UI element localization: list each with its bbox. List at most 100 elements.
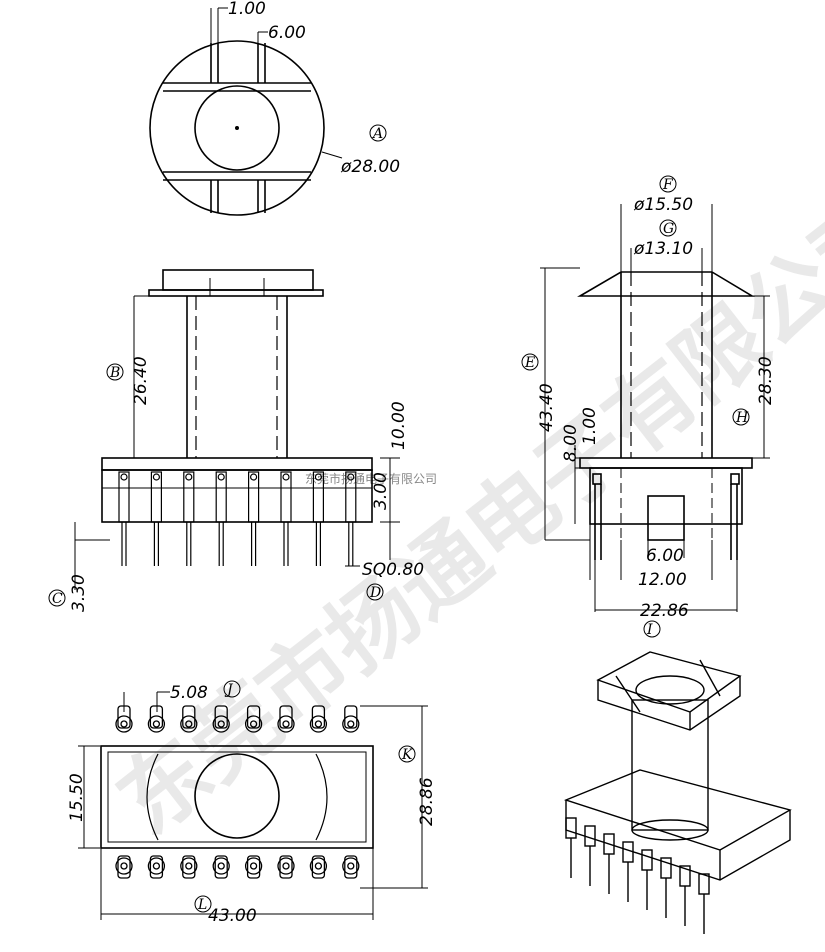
label-l-circle <box>194 895 212 913</box>
label-a: A <box>371 126 383 142</box>
bottom-pin <box>277 715 295 733</box>
label-k: K <box>401 747 414 763</box>
front-pin-slot <box>118 471 130 523</box>
dim-overall-width: 43.00 <box>208 906 257 926</box>
bottom-pin <box>212 857 230 875</box>
label-h-circle <box>732 408 750 426</box>
bottom-pin <box>180 715 198 733</box>
bottom-pin-tab <box>214 705 228 729</box>
bottom-pin-tab <box>344 705 358 729</box>
iso-base-top <box>563 769 792 851</box>
label-f-circle <box>659 175 677 193</box>
iso-pin-group <box>565 817 710 934</box>
bottom-pin <box>147 857 166 875</box>
bottom-pin <box>342 715 360 733</box>
label-c-circle <box>48 589 66 607</box>
label-c: C <box>52 591 63 607</box>
front-base <box>101 469 373 523</box>
iso-bobbin-core <box>631 699 709 831</box>
bottom-pin <box>147 715 166 733</box>
iso-pin-block <box>565 817 577 839</box>
dim-pin-pitch: 5.08 <box>170 683 208 703</box>
front-top-flange <box>148 289 324 297</box>
label-l: L <box>197 897 207 913</box>
side-view <box>540 204 770 612</box>
bottom-pin <box>212 715 230 733</box>
dim-core-width: 12.00 <box>638 570 687 590</box>
front-pin-slot <box>150 471 162 523</box>
label-e: E <box>524 355 535 371</box>
label-j-circle <box>223 680 241 698</box>
label-e-circle <box>521 353 539 371</box>
bottom-pin <box>180 857 198 875</box>
bottom-pin-tab <box>214 855 228 879</box>
bottom-pin <box>309 857 328 875</box>
bottom-pin-tab <box>182 705 196 729</box>
dim-pin-top: 3.00 <box>371 472 391 510</box>
bottom-pin-tab <box>149 705 164 729</box>
dim-pin-square: SQ0.80 <box>362 560 424 580</box>
front-pin-slot <box>345 471 357 523</box>
dim-pin-span: 22.86 <box>640 601 689 621</box>
bottom-pin <box>277 857 295 875</box>
bottom-pin <box>309 715 328 733</box>
label-k-circle <box>398 745 416 763</box>
bottom-base-outline <box>100 745 374 849</box>
label-a-circle <box>369 124 387 142</box>
dim-slot-width: 1.00 <box>228 0 266 19</box>
bottom-pin-group <box>115 705 360 879</box>
bottom-pin-tab <box>149 855 164 879</box>
dim-overall-height: 28.86 <box>417 777 437 826</box>
bottom-pin-tab <box>246 855 261 879</box>
bottom-pin <box>342 857 360 875</box>
top-view-outer-circle <box>149 40 325 216</box>
front-pin-slot <box>215 471 227 523</box>
bottom-pin-tab <box>344 855 358 879</box>
label-i: I <box>646 622 653 638</box>
front-pin-slot <box>183 471 195 523</box>
label-i-circle <box>643 620 661 638</box>
bottom-pin <box>244 715 263 733</box>
top-view-core-circle <box>194 85 280 171</box>
iso-pin-block <box>698 873 710 895</box>
front-pin-slot <box>248 471 260 523</box>
dim-outer-diameter: ø15.50 <box>633 195 693 215</box>
isometric-view <box>563 651 792 934</box>
label-h: H <box>735 410 749 426</box>
dim-top-diameter: ø28.00 <box>340 157 400 177</box>
label-d: D <box>369 585 381 601</box>
dim-flange-thickness: 1.00 <box>580 407 600 445</box>
front-top-flange-cap <box>162 269 314 291</box>
dim-total-height: 43.40 <box>537 383 557 432</box>
front-view <box>74 269 400 590</box>
front-pin-group <box>118 471 357 566</box>
dim-flange-height: 8.00 <box>561 424 581 462</box>
watermark: 东莞市扬通电子有限公司 <box>99 177 825 854</box>
side-center-slot <box>647 495 685 541</box>
bottom-pin-tab <box>311 705 326 729</box>
bottom-pin-tab <box>246 705 261 729</box>
watermark-text: 东莞市扬通电子有限公司 <box>99 177 825 854</box>
front-base-top <box>101 457 373 471</box>
front-pin-slot <box>280 471 292 523</box>
bottom-pin <box>115 715 133 733</box>
watermark-small-text: 东莞市扬通电子有限公司 <box>305 471 437 486</box>
dim-winding-window: 28.30 <box>756 356 776 405</box>
label-b: B <box>109 365 120 381</box>
bottom-view <box>78 691 428 920</box>
label-g-circle <box>659 219 677 237</box>
bottom-pin-tab <box>279 855 293 879</box>
dim-winding-height: 26.40 <box>131 356 151 405</box>
bottom-pin-tab <box>117 855 131 879</box>
label-d-circle <box>366 583 384 601</box>
label-j: J <box>224 682 234 698</box>
iso-pin-block <box>641 849 653 871</box>
bottom-pin-tab <box>311 855 326 879</box>
label-b-circle <box>106 363 124 381</box>
top-view <box>149 7 343 216</box>
dim-pin-length: 3.30 <box>69 574 89 612</box>
bottom-pin <box>115 857 133 875</box>
bottom-pin-tab <box>182 855 196 879</box>
